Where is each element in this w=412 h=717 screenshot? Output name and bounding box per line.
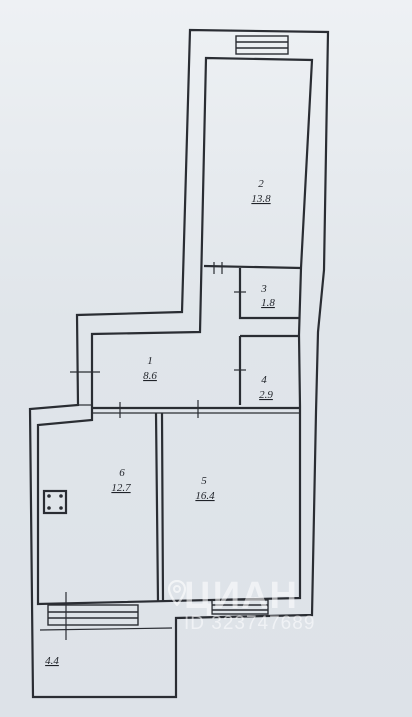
window-bottom-right: [211, 599, 269, 615]
room-2-number: 2: [258, 178, 264, 190]
balcony-area: 4.4: [45, 655, 59, 667]
room-6-number: 6: [119, 467, 125, 479]
window-bottom-left: [47, 604, 139, 626]
room-6-area: 12.7: [111, 482, 131, 494]
room-4-number: 4: [261, 374, 267, 386]
inner-wall: [36, 56, 314, 606]
room-5-area: 16.4: [195, 490, 215, 502]
wall-room-3: [238, 268, 300, 320]
room-5-number: 5: [201, 475, 207, 487]
room-3-area: 1.8: [261, 297, 275, 309]
wall-room-2-bottom: [203, 264, 302, 270]
stove-icon: [42, 489, 68, 515]
room-4-area: 2.9: [259, 389, 273, 401]
location-pin-icon: [168, 580, 186, 606]
watermark-brand: ЦИАН: [184, 575, 298, 617]
room-1-number: 1: [147, 355, 153, 367]
wall-room-5-6: [154, 412, 165, 603]
outer-wall: [28, 28, 330, 699]
window-top: [235, 35, 289, 55]
balcony-inner: [39, 627, 173, 631]
room-1-area: 8.6: [143, 370, 157, 382]
door-marks: [65, 262, 246, 640]
room-2-area: 13.8: [251, 193, 271, 205]
watermark-id: ID 323747689: [184, 613, 316, 634]
watermark: ЦИАН ID 323747689: [168, 575, 316, 634]
room-3-number: 3: [260, 283, 267, 295]
